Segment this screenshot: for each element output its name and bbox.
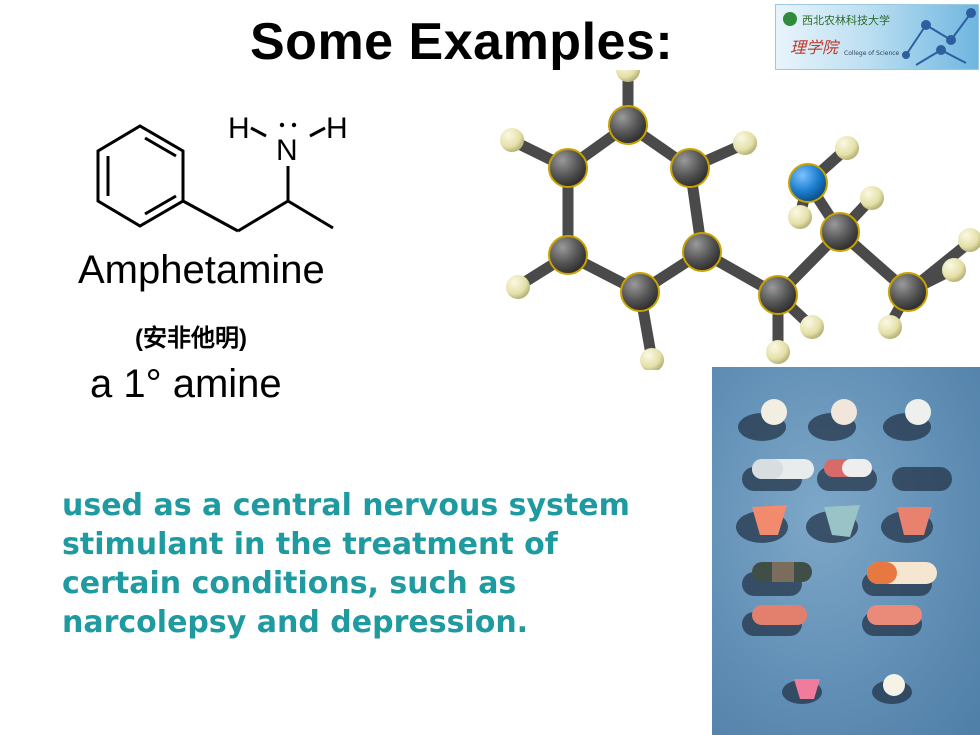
pills-photo <box>712 367 980 735</box>
pill-shadows <box>736 413 952 704</box>
university-banner: 西北农林科技大学 理学院 College of Science <box>775 4 979 70</box>
amphetamine-3d-model <box>500 70 980 370</box>
pills <box>752 399 937 699</box>
hydrogen-left-label: H <box>228 112 250 145</box>
bonds <box>509 70 976 366</box>
university-name: 西北农林科技大学 <box>802 13 890 27</box>
banner-graphic: 西北农林科技大学 理学院 College of Science <box>783 8 976 66</box>
compound-name: Amphetamine <box>78 248 325 292</box>
benzene-ring <box>96 124 185 228</box>
nitrogen-label: N <box>276 134 298 167</box>
lone-pair-dot <box>291 122 297 128</box>
college-name-en: College of Science <box>844 50 900 57</box>
compound-chinese-name: (安非他明) <box>135 325 247 352</box>
banner-molecule-icon <box>902 8 976 66</box>
hydrogen-right-label: H <box>326 112 348 145</box>
pills-illustration <box>736 399 952 704</box>
amphetamine-structure: N H H <box>96 112 348 233</box>
description-text: used as a central nervous system stimula… <box>62 488 630 640</box>
lone-pair-dot <box>279 122 285 128</box>
hydrogen-atoms <box>500 70 980 370</box>
nitrogen-atom <box>788 163 828 203</box>
carbon-atoms <box>548 105 928 315</box>
amine-classification: a 1° amine <box>90 362 282 406</box>
side-chain <box>182 126 334 233</box>
slide-title: Some Examples: <box>250 13 674 71</box>
college-name: 理学院 <box>790 38 841 57</box>
university-logo-icon <box>783 12 797 26</box>
